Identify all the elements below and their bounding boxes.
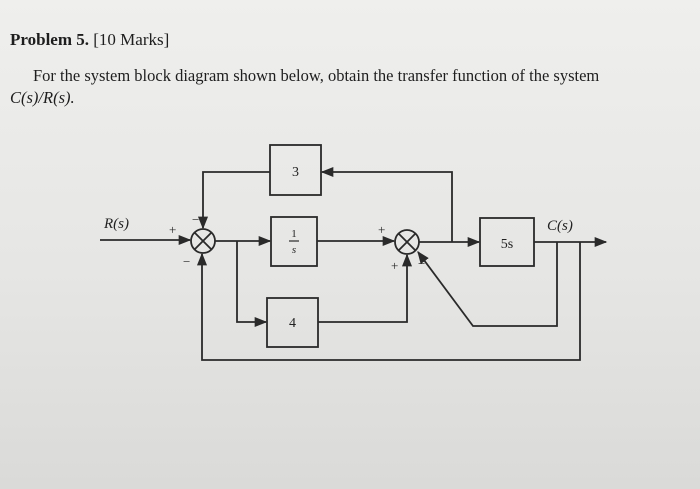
output-label: C(s) [547, 218, 573, 234]
branch-to-gain4-line [236, 241, 268, 328]
feedback-to-gain3-line [320, 166, 453, 242]
diagonal-feedback-line [417, 242, 558, 327]
problem-prompt: For the system block diagram shown below… [33, 66, 600, 85]
integrator-numerator: 1 [291, 228, 297, 240]
gain4-to-j2-line [318, 253, 413, 323]
integrator-denominator: s [292, 244, 296, 256]
input-label: R(s) [103, 216, 129, 232]
j2-top-sign: + [378, 222, 385, 237]
gain-3-block [269, 144, 322, 196]
j1-bottom-sign: − [183, 254, 190, 269]
gain3-to-j1-line [197, 171, 270, 230]
j1-top-sign: − [192, 212, 199, 227]
transfer-function-expression: C(s)/R(s). [10, 88, 75, 107]
outer-feedback-line [196, 242, 581, 361]
j2-bottom-right-sign: − [418, 256, 425, 271]
problem-heading: Problem 5. [10 Marks] [10, 30, 169, 50]
gain-3-value: 3 [292, 165, 299, 180]
j2-bottom-left-sign: + [391, 258, 398, 273]
problem-marks: [10 Marks] [93, 30, 170, 49]
j1-input-sign: + [169, 222, 176, 237]
plant-value: 5s [501, 237, 513, 252]
gain-4-value: 4 [289, 316, 296, 331]
problem-number: Problem 5. [10, 30, 90, 49]
